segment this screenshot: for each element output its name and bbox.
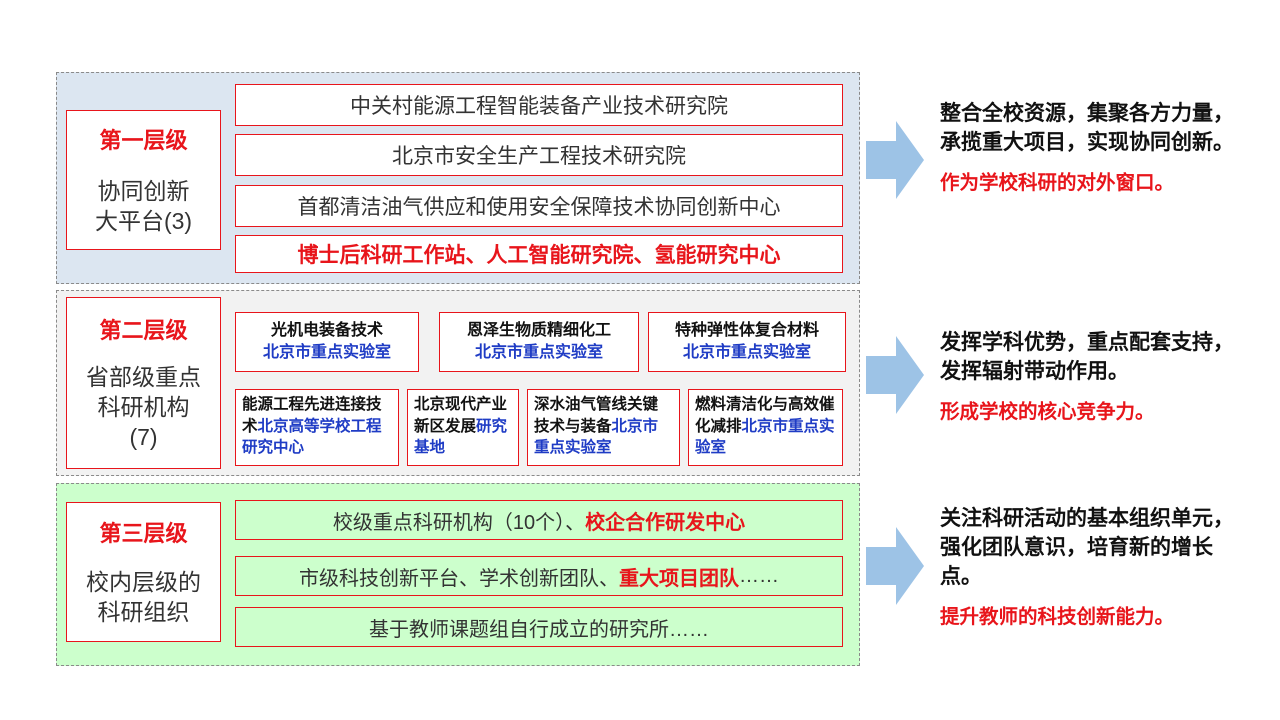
tier-1-item: 首都清洁油气供应和使用安全保障技术协同创新中心 <box>235 185 843 227</box>
tier-3-summary-highlight: 提升教师的科技创新能力。 <box>940 605 1175 628</box>
tier-2-label: 第二层级 省部级重点 科研机构 (7) <box>66 297 221 469</box>
key-lab-name: 光机电装备技术 <box>270 322 383 340</box>
key-lab-card: 燃料清洁化与高效催化减排北京市重点实验室 <box>688 389 843 466</box>
right-arrow-icon <box>866 527 924 605</box>
research-center-card: 能源工程先进连接技术北京高等学校工程研究中心 <box>235 389 399 466</box>
research-center-type: 北京高等学校工程研究中心 <box>242 417 382 457</box>
key-lab-name: 恩泽生物质精细化工 <box>466 322 611 340</box>
key-lab-type: 北京市重点实验室 <box>474 344 603 361</box>
tier-1-item: 北京市安全生产工程技术研究院 <box>235 134 843 176</box>
tier-3-row-text: 校级重点科研机构（10个）、 <box>332 511 586 534</box>
tier-1-item: 中关村能源工程智能装备产业技术研究院 <box>235 84 843 126</box>
key-lab-card: 深水油气管线关键技术与装备北京市重点实验室 <box>527 389 680 466</box>
key-lab-name: 特种弹性体复合材料 <box>674 322 819 340</box>
tier-1-level: 第一层级 <box>99 128 188 154</box>
tier-1-label: 第一层级 协同创新 大平台(3) <box>66 110 221 250</box>
key-lab-name: 燃料清洁化与高效催化减排 <box>695 396 835 435</box>
key-lab-type: 北京市重点实验室 <box>682 344 811 361</box>
research-base-card: 北京现代产业新区发展研究基地 <box>407 389 519 466</box>
tier-1-summary-block: 整合全校资源，集聚各方力量，承揽重大项目，实现协同创新。 作为学校科研的对外窗口… <box>940 100 1240 195</box>
tier-3-summary: 关注科研活动的基本组织单元，强化团队意识，培育新的增长点。 <box>940 507 1234 588</box>
key-lab-name: 深水油气管线关键技术与装备 <box>534 396 659 435</box>
right-arrow-icon <box>866 336 924 414</box>
tier-3-row-text: 市级科技创新平台、学术创新团队、 <box>299 567 619 590</box>
tier-3-summary-block: 关注科研活动的基本组织单元，强化团队意识，培育新的增长点。 提升教师的科技创新能… <box>940 505 1240 629</box>
key-lab-type: 北京市重点实验室 <box>695 417 835 457</box>
key-lab-type: 北京市重点实验室 <box>262 344 391 361</box>
tier-3-desc-line1: 校内层级的 <box>86 569 201 596</box>
tier-2-desc-line2: 科研机构 <box>97 394 190 421</box>
tier-2-summary: 发挥学科优势，重点配套支持，发挥辐射带动作用。 <box>940 331 1234 383</box>
key-lab-card: 恩泽生物质精细化工 北京市重点实验室 <box>439 312 639 372</box>
tier-3-level: 第三层级 <box>99 521 188 547</box>
tier-1-summary: 整合全校资源，集聚各方力量，承揽重大项目，实现协同创新。 <box>940 102 1234 154</box>
tier-1-desc-line2: 大平台(3) <box>94 208 193 234</box>
key-lab-card: 特种弹性体复合材料 北京市重点实验室 <box>648 312 846 372</box>
tier-1-summary-highlight: 作为学校科研的对外窗口。 <box>940 171 1175 194</box>
tier-2-summary-highlight: 形成学校的核心竞争力。 <box>940 400 1155 423</box>
tier-2-desc-line1: 省部级重点 <box>86 364 201 391</box>
right-arrow-icon <box>866 121 924 199</box>
tier-1-highlight: 博士后科研工作站、人工智能研究院、氢能研究中心 <box>235 235 843 273</box>
tier-2-summary-block: 发挥学科优势，重点配套支持，发挥辐射带动作用。 形成学校的核心竞争力。 <box>940 329 1240 424</box>
tier-2-desc-line3: (7) <box>129 423 158 450</box>
tier-2-level: 第二层级 <box>99 318 188 344</box>
key-lab-card: 光机电装备技术 北京市重点实验室 <box>235 312 419 372</box>
key-lab-type: 北京市重点实验室 <box>534 417 659 457</box>
tier-3-row: 基于教师课题组自行成立的研究所…… <box>235 607 843 647</box>
tier-3-row-highlight: 校企合作研发中心 <box>585 511 746 534</box>
tier-3-row: 市级科技创新平台、学术创新团队、重大项目团队…… <box>235 556 843 596</box>
tier-3-label: 第三层级 校内层级的 科研组织 <box>66 502 221 642</box>
tier-3-row-highlight: 重大项目团队 <box>619 567 739 590</box>
research-center-name: 能源工程先进连接技术 <box>242 396 382 435</box>
research-base-name: 北京现代产业新区发展 <box>414 396 508 435</box>
tier-1-desc-line1: 协同创新 <box>97 178 190 205</box>
tier-3-row-tail: …… <box>739 564 779 587</box>
tier-3-row: 校级重点科研机构（10个）、校企合作研发中心 <box>235 500 843 540</box>
tier-3-row-text: 基于教师课题组自行成立的研究所…… <box>369 618 709 641</box>
research-base-type: 研究基地 <box>414 417 508 457</box>
tier-3-desc-line2: 科研组织 <box>97 599 190 625</box>
